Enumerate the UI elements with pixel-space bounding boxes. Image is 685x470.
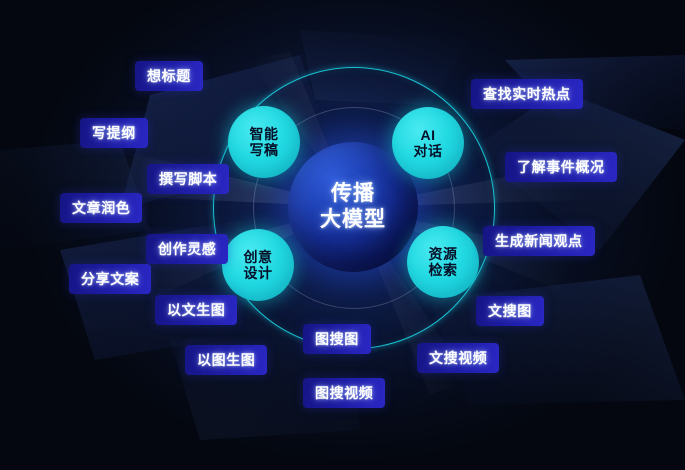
node-label: 资源 检索	[428, 245, 458, 278]
keyword-badge[interactable]: 写提纲	[80, 118, 148, 148]
node-label: 智能 写稿	[249, 125, 279, 158]
keyword-badge[interactable]: 文章润色	[60, 193, 143, 223]
keyword-badge[interactable]: 图搜图	[303, 324, 371, 354]
node-intelligent-writing[interactable]: 智能 写稿	[228, 106, 300, 178]
keyword-badge[interactable]: 撰写脚本	[147, 164, 230, 194]
node-ai-dialogue[interactable]: AI 对话	[392, 107, 464, 179]
node-resource-retrieval[interactable]: 资源 检索	[407, 226, 479, 298]
node-label: 创意 设计	[243, 248, 273, 281]
keyword-badge[interactable]: 以图生图	[185, 345, 268, 375]
keyword-badge[interactable]: 想标题	[135, 61, 203, 91]
keyword-badge[interactable]: 以文生图	[155, 295, 238, 325]
keyword-badge[interactable]: 图搜视频	[303, 378, 386, 408]
core-sphere: 传播 大模型	[288, 142, 418, 272]
keyword-badge[interactable]: 查找实时热点	[471, 79, 583, 109]
keyword-badge[interactable]: 了解事件概况	[505, 152, 617, 182]
keyword-badge[interactable]: 分享文案	[69, 264, 152, 294]
keyword-badge[interactable]: 文搜图	[476, 296, 544, 326]
node-creative-design[interactable]: 创意 设计	[222, 229, 294, 301]
keyword-badge[interactable]: 生成新闻观点	[483, 226, 595, 256]
keyword-badge[interactable]: 创作灵感	[146, 234, 229, 264]
keyword-badge[interactable]: 文搜视频	[417, 343, 500, 373]
node-label: AI 对话	[413, 126, 443, 159]
core-label: 传播 大模型	[320, 182, 386, 231]
